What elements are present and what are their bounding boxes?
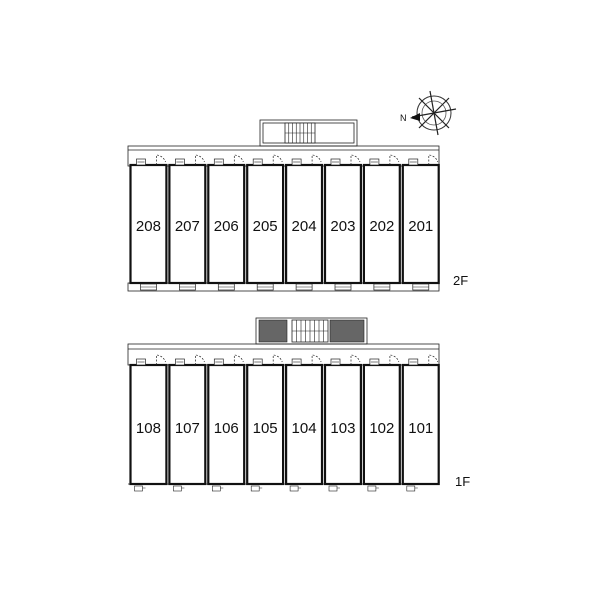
unit-208: 208	[129, 154, 168, 291]
floor-label: 2F	[453, 273, 468, 288]
ac-unit-icon	[173, 485, 182, 492]
unit-number-label: 101	[408, 420, 433, 437]
corridor-1f	[127, 343, 440, 366]
door-swing-icon	[272, 354, 283, 365]
unit-number-label: 206	[214, 218, 239, 235]
door-swing-icon	[350, 154, 361, 165]
unit-number-label: 107	[175, 420, 200, 437]
unit-202: 202	[362, 154, 401, 291]
unit-204: 204	[285, 154, 324, 291]
ac-unit-icon	[212, 485, 221, 492]
unit-number-label: 105	[253, 420, 278, 437]
door-swing-icon	[350, 354, 361, 365]
ac-unit-icon	[289, 485, 299, 492]
door-swing-icon	[272, 154, 283, 165]
unit-number-label: 108	[136, 420, 161, 437]
ac-unit-icon	[328, 485, 338, 492]
unit-number-label: 203	[330, 218, 355, 235]
unit-number-label: 106	[214, 420, 239, 437]
door-swing-icon	[389, 154, 400, 165]
unit-number-label: 204	[292, 218, 317, 235]
stair-landing-1f	[255, 317, 368, 345]
door-swing-icon	[428, 154, 439, 165]
hatched-area	[258, 319, 288, 343]
unit-105: 105	[246, 354, 285, 492]
unit-number-label: 205	[253, 218, 278, 235]
compass-north-label: N	[400, 113, 407, 123]
ac-unit-icon	[250, 485, 260, 492]
stair-landing-2f	[259, 119, 358, 147]
ac-unit-icon	[367, 485, 377, 492]
door-swing-icon	[428, 354, 439, 365]
hatched-area	[329, 319, 365, 343]
unit-106: 106	[207, 354, 246, 492]
unit-number-label: 102	[369, 420, 394, 437]
compass-rose-icon: N	[400, 90, 457, 136]
unit-number-label: 104	[292, 420, 317, 437]
ac-unit-icon	[406, 485, 416, 492]
unit-number-label: 208	[136, 218, 161, 235]
floor-label: 1F	[455, 474, 470, 489]
floor-2f-plan: 208 207 206 205 204 203 202 201 2F	[127, 119, 468, 292]
unit-101: 101	[401, 354, 440, 492]
door-swing-icon	[156, 154, 166, 165]
door-swing-icon	[233, 154, 244, 165]
unit-108: 108	[129, 354, 168, 492]
unit-107: 107	[168, 354, 207, 492]
unit-206: 206	[207, 154, 246, 291]
unit-203: 203	[323, 154, 363, 291]
corridor-2f	[127, 145, 440, 167]
ac-unit-icon	[134, 485, 143, 492]
door-swing-icon	[311, 354, 322, 365]
door-swing-icon	[389, 354, 400, 365]
unit-number-label: 201	[408, 218, 433, 235]
door-swing-icon	[195, 354, 205, 365]
balcony-2f	[127, 282, 440, 292]
door-swing-icon	[233, 354, 244, 365]
floor-1f-plan: 108 107 106 105 104 103 102 101 1F	[127, 317, 470, 492]
door-swing-icon	[311, 154, 322, 165]
unit-number-label: 103	[330, 420, 355, 437]
unit-number-label: 207	[175, 218, 200, 235]
unit-102: 102	[362, 354, 401, 492]
unit-207: 207	[168, 154, 207, 291]
unit-104: 104	[285, 354, 324, 492]
unit-201: 201	[401, 154, 440, 291]
door-swing-icon	[195, 154, 205, 165]
unit-103: 103	[323, 354, 363, 492]
unit-number-label: 202	[369, 218, 394, 235]
door-swing-icon	[156, 354, 166, 365]
unit-205: 205	[246, 154, 285, 291]
